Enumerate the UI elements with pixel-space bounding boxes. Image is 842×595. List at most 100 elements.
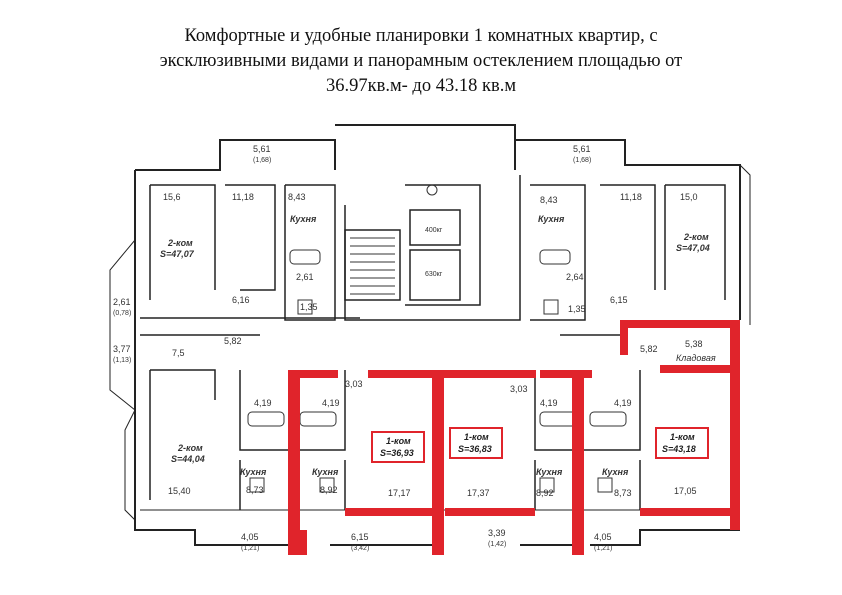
- lm-loggia-a-sub: (3,42): [351, 545, 369, 552]
- lr-balcony-area: 4,05: [594, 532, 612, 542]
- ur-apt-type: 2-ком: [683, 232, 709, 242]
- right-balcony-outline: [739, 164, 751, 325]
- red-wall-left-vertical: [288, 370, 300, 555]
- ur-storage-area: 5,38: [685, 339, 703, 349]
- title-line-3: 36.97кв.м- до 43.18 кв.м: [325, 76, 517, 96]
- bathtub-ll: [247, 411, 285, 427]
- lm-hall-left: 3,03: [345, 379, 363, 389]
- ul-bath-area: 2,61: [296, 272, 314, 282]
- bathtub-lm: [299, 411, 337, 427]
- lm-room-a: 17,17: [388, 488, 411, 498]
- ll-apt-type: 2-ком: [177, 443, 203, 453]
- highlight-3-type: 1-ком: [670, 432, 695, 442]
- core-walls: [344, 175, 521, 321]
- highlight-walls: [288, 320, 740, 555]
- lr-room-area: 17,05: [674, 486, 697, 496]
- red-wall-foot-c: [572, 530, 584, 555]
- ul-kitchen-label: Кухня: [290, 214, 317, 224]
- ll-balcony-area: 4,05: [241, 532, 259, 542]
- lm-hall-right: 3,03: [510, 384, 528, 394]
- ur-kitchen-label: Кухня: [538, 214, 565, 224]
- highlight-box-2: [449, 427, 503, 459]
- wall-lower-bath-right: [534, 370, 641, 451]
- lm-loggia-b-sub: (1,42): [488, 541, 506, 548]
- ur-room-area: 15,0: [680, 192, 698, 202]
- ur-balcony-area: 5,61: [573, 144, 591, 154]
- lr-balcony-sub: (1,21): [594, 545, 612, 552]
- red-wall-bottom-a: [345, 508, 435, 516]
- lm-kitchen-a-label: Кухня: [312, 467, 339, 477]
- plan-walls: [109, 124, 751, 555]
- red-wall-bottom-b: [445, 508, 535, 516]
- ul-room2-area: 11,18: [232, 192, 254, 202]
- ll-room-area: 15,40: [168, 486, 191, 496]
- red-wall-t-stem: [432, 370, 444, 555]
- lift-symbol: [426, 184, 438, 196]
- ur-bath-area: 2,64: [566, 272, 584, 282]
- stove-lm: [319, 477, 335, 493]
- red-wall-foot-b: [432, 530, 444, 555]
- ur-wc-area: 1,35: [568, 304, 586, 314]
- ul-wc-area: 1,35: [300, 302, 318, 312]
- ll-small-area: 5,82: [224, 336, 242, 346]
- stove-ll: [249, 477, 265, 493]
- highlight-1-type: 1-ком: [386, 436, 411, 446]
- lm-room-b: 17,37: [467, 488, 490, 498]
- red-wall-storage-top: [620, 320, 740, 328]
- stove-lm2: [539, 477, 555, 493]
- ul-balcony-sub: (1,68): [253, 157, 271, 164]
- ul-room-area: 15,6: [163, 192, 181, 202]
- ul-hall-area: 6,16: [232, 295, 250, 305]
- core-lift-a: [409, 209, 461, 246]
- red-wall-top-b: [368, 370, 536, 378]
- red-wall-top-c: [540, 370, 592, 378]
- core-lift-b: [409, 249, 461, 301]
- core-lift-b-label: 630кг: [425, 271, 443, 278]
- stove-ul: [297, 299, 313, 315]
- outer-wall-top-left: [135, 139, 336, 171]
- ur-room2-area: 11,18: [620, 192, 642, 202]
- red-wall-storage-left: [620, 320, 628, 355]
- red-wall-outer-right: [730, 320, 740, 530]
- red-wall-bottom-c: [640, 508, 735, 516]
- wall-ur-2: [600, 184, 656, 290]
- ll-kitchen-area: 8,73: [246, 485, 264, 495]
- lm-bath-a: 4,19: [322, 398, 340, 408]
- core-stair: [344, 229, 401, 301]
- left-balcony-outline: [109, 239, 136, 411]
- ul-kitchen-area: 8,43: [288, 192, 306, 202]
- ur-apt-area: S=47,04: [676, 243, 710, 253]
- outer-wall-core-top: [335, 124, 516, 170]
- bathtub-lm2: [539, 411, 577, 427]
- wall-lower-kitchens: [239, 460, 641, 510]
- stove-lr: [597, 477, 613, 493]
- outer-wall-top-right: [515, 139, 741, 320]
- title-line-2: эксклюзивными видами и панорамным остекл…: [159, 51, 683, 71]
- red-wall-foot-a: [295, 530, 307, 555]
- lr-kitchen-label: Кухня: [602, 467, 629, 477]
- wall-ur-1: [530, 184, 586, 321]
- lr-bath-area: 4,19: [614, 398, 632, 408]
- ll-apt-area: S=44,04: [171, 454, 205, 464]
- wall-ul-3: [284, 184, 336, 321]
- highlight-1-area: S=36,93: [380, 448, 414, 458]
- title-line-1: Комфортные и удобные планировки 1 комнат…: [184, 26, 658, 46]
- ur-balcony-sub: (1,68): [573, 157, 591, 164]
- highlight-box-1: [371, 431, 425, 463]
- ul-apt-type: 2-ком: [167, 238, 193, 248]
- bathtub-ul: [289, 249, 321, 265]
- highlight-3-area: S=43,18: [662, 444, 696, 454]
- ul-loggia-area: 2,61: [113, 297, 131, 307]
- wall-ul-corridor: [140, 317, 360, 336]
- ll-loggia-sub: (1,13): [113, 357, 131, 364]
- stove-ur: [543, 299, 559, 315]
- bathtub-ur: [539, 249, 571, 265]
- ul-loggia-sub: (0,78): [113, 310, 131, 317]
- red-wall-storage-bottom: [660, 365, 735, 373]
- lm-loggia-a: 6,15: [351, 532, 369, 542]
- stair-steps: [350, 237, 395, 295]
- ul-apt-area: S=47,07: [160, 249, 195, 259]
- bathtub-lr: [589, 411, 627, 427]
- ul-balcony-area: 5,61: [253, 144, 271, 154]
- ur-hall-area: 6,15: [610, 295, 628, 305]
